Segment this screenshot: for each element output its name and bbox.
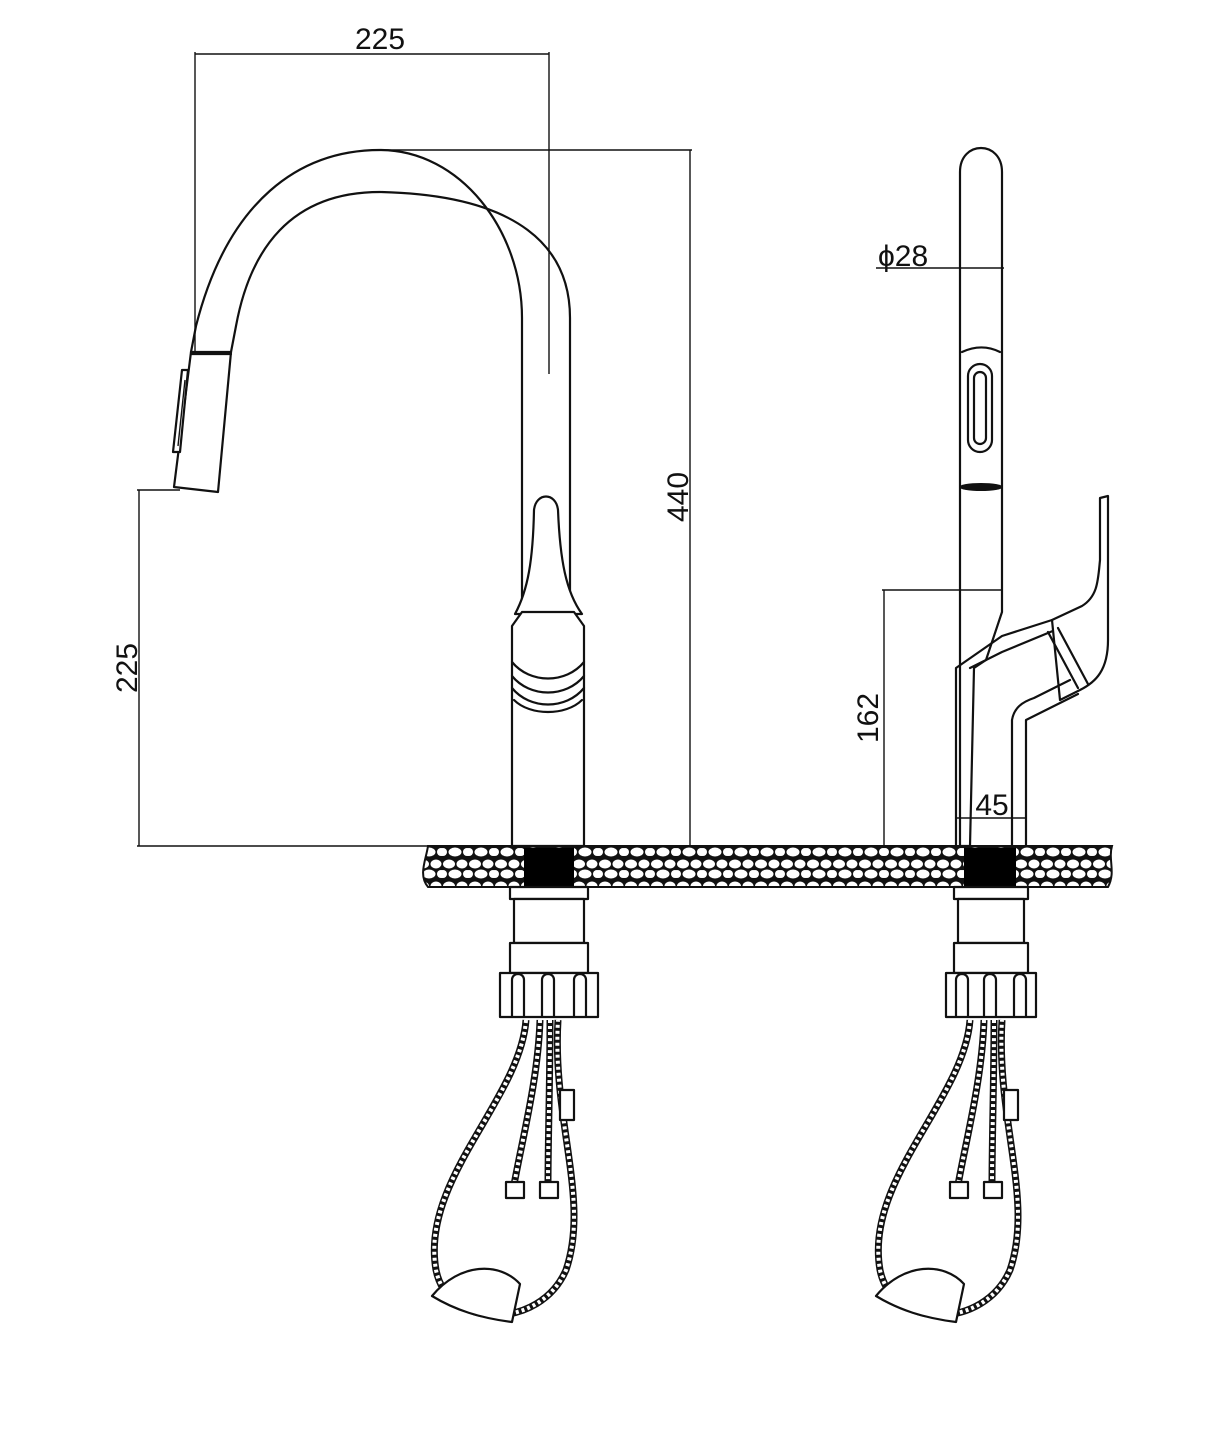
countertop — [422, 845, 1114, 888]
dimension-body-diameter: 45 — [956, 789, 1026, 822]
faucet-side-view — [954, 147, 1110, 848]
dimension-overall-height: 440 — [380, 149, 695, 846]
supply-hoses-left — [430, 1019, 578, 1324]
handle-height-label: 162 — [852, 693, 885, 743]
mounting-assembly-right — [944, 848, 1038, 1019]
side-spray-button — [966, 362, 994, 454]
body-diameter-label: 45 — [975, 789, 1008, 822]
spray-outlet — [959, 483, 1003, 491]
side-handle-lever — [1050, 494, 1110, 702]
mounting-assembly-left — [498, 848, 600, 1019]
overall-height-label: 440 — [662, 472, 695, 522]
hose-weight-left — [430, 1267, 522, 1324]
dimension-spout-reach: 225 — [194, 23, 550, 374]
dimension-spout-outlet-height: 225 — [111, 489, 512, 847]
dimension-handle-height: 162 — [852, 589, 1002, 847]
spout-reach-label: 225 — [355, 23, 405, 56]
handle-lever — [513, 495, 584, 616]
spout-inner-curve — [229, 190, 572, 618]
faucet-front-view — [171, 148, 586, 848]
side-spout-tube — [958, 147, 1004, 848]
supply-hoses-right — [874, 1019, 1022, 1324]
spout-outlet-height-label: 225 — [111, 643, 144, 693]
dimension-spout-diameter: ϕ28 — [876, 240, 1004, 273]
faucet-body — [510, 610, 586, 848]
spout-outer-curve — [189, 148, 524, 618]
spout-diameter-label: ϕ28 — [878, 240, 928, 273]
hose-weight-right — [874, 1267, 966, 1324]
